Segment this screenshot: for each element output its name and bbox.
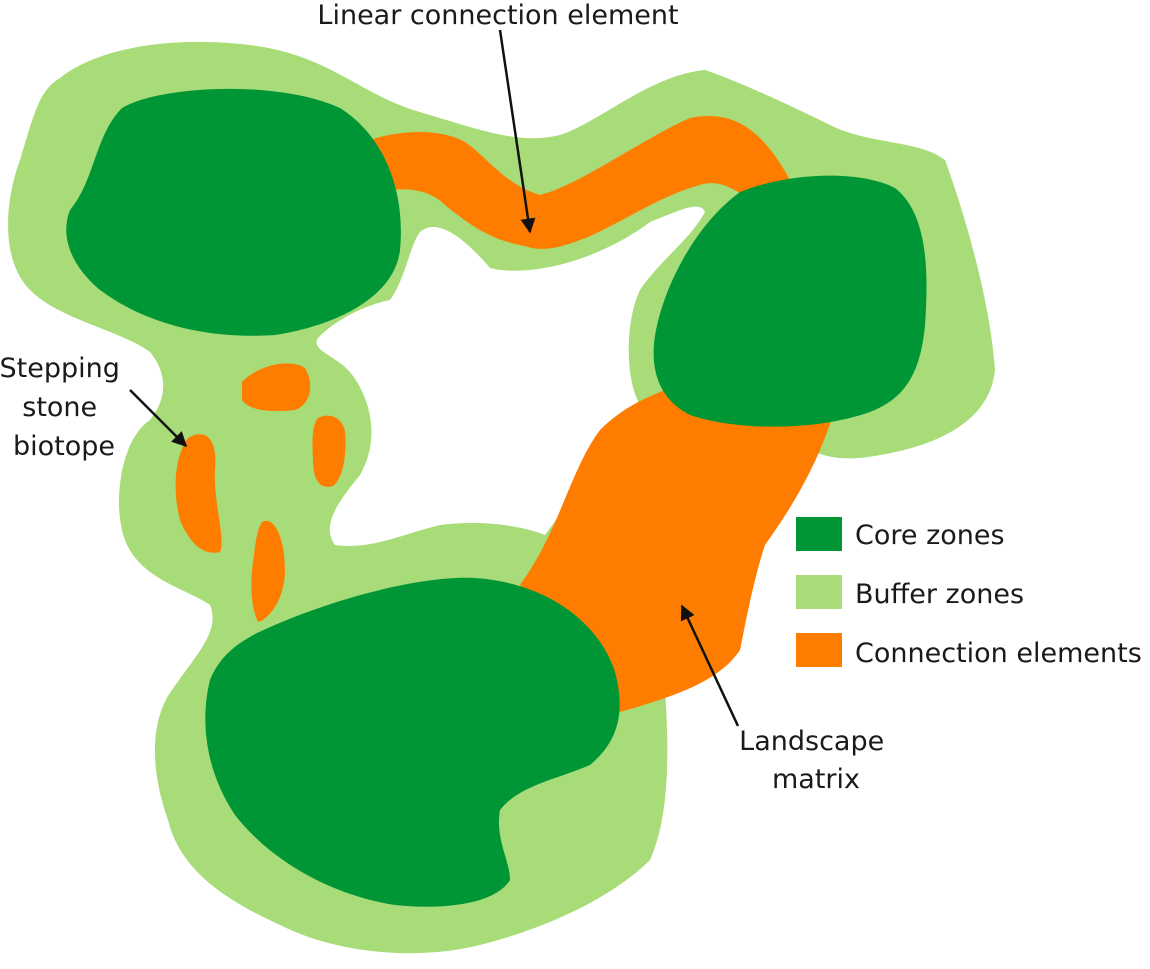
stepping-stone-label-line-1: Stepping <box>0 353 120 384</box>
core-zone-right <box>653 175 927 427</box>
legend-swatch-core <box>796 517 842 551</box>
connection-corridor-right <box>520 390 832 712</box>
stepping-stone-arrow <box>129 389 188 448</box>
legend: Core zones Buffer zones Connection eleme… <box>796 517 1142 669</box>
stepping-stone-2 <box>312 415 346 487</box>
landscape-matrix-area <box>316 206 705 546</box>
core-zone-top-left <box>66 88 401 336</box>
legend-label-buffer: Buffer zones <box>855 579 1024 610</box>
legend-swatch-connection <box>796 633 842 667</box>
legend-swatch-buffer <box>796 575 842 609</box>
legend-label-core: Core zones <box>855 520 1005 551</box>
landscape-matrix-label: Landscape matrix <box>739 726 893 795</box>
landscape-matrix-label-line-1: Landscape <box>739 726 884 757</box>
linear-connection-arrow <box>498 29 536 234</box>
stepping-stone-4 <box>251 520 285 622</box>
stepping-stone-3 <box>175 434 222 553</box>
stepping-stone-1 <box>242 363 311 411</box>
landscape-matrix-arrow <box>680 604 740 727</box>
linear-connection-corridor <box>370 115 790 249</box>
landscape-matrix-label-line-2: matrix <box>772 764 860 795</box>
stepping-stone-label-line-3: biotope <box>13 431 115 462</box>
core-zone-bottom <box>205 577 620 907</box>
linear-connection-label: Linear connection element <box>317 0 678 31</box>
stepping-stone-label-line-2: stone <box>22 392 97 423</box>
legend-label-connection: Connection elements <box>855 638 1142 669</box>
stepping-stone-label: Stepping stone biotope <box>0 353 128 462</box>
